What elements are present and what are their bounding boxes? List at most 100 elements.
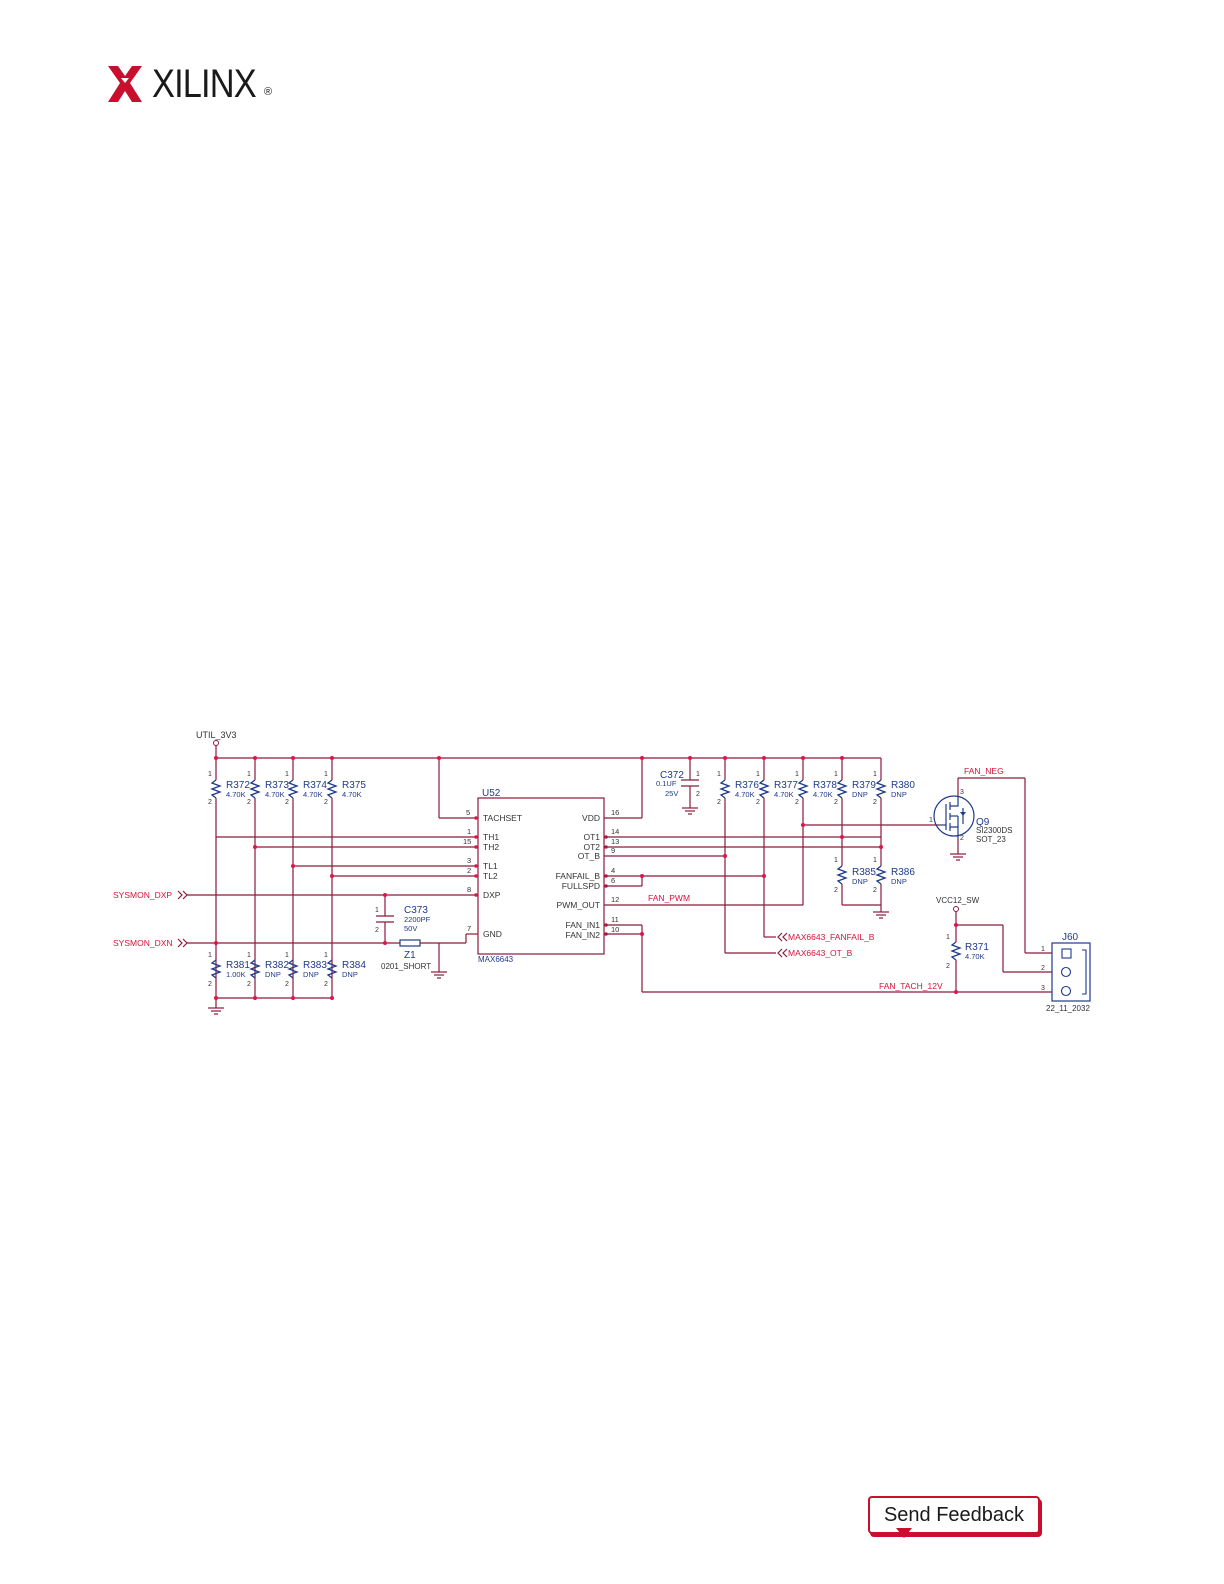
svg-text:2: 2 xyxy=(946,963,950,970)
resistor-ref: R382 xyxy=(265,960,289,971)
sysmon-dxn-label: SYSMON_DXN xyxy=(113,938,173,948)
q9-package: SOT_23 xyxy=(976,835,1006,844)
svg-text:2: 2 xyxy=(208,981,212,988)
pin-number: 13 xyxy=(611,837,619,846)
ic-left-pins: 5 TACHSET 1 TH1 15 TH2 3 TL1 2 TL2 8 DXP… xyxy=(463,808,522,939)
ground-icon xyxy=(682,807,698,815)
resistor-ref: R386 xyxy=(891,867,915,878)
resistor-value: 4.70K xyxy=(813,790,833,799)
svg-text:1: 1 xyxy=(946,934,950,941)
ground-icon xyxy=(950,853,966,861)
resistor-value: DNP xyxy=(303,970,319,979)
svg-text:1: 1 xyxy=(375,907,379,914)
c372-voltage: 25V xyxy=(665,789,678,798)
sysmon-dxp-label: SYSMON_DXP xyxy=(113,890,172,900)
svg-text:1: 1 xyxy=(285,771,289,778)
pin-name: OT_B xyxy=(578,851,601,861)
pin-name: FAN_IN2 xyxy=(566,930,601,940)
fan-neg-label: FAN_NEG xyxy=(964,766,1004,776)
z1-value: 0201_SHORT xyxy=(381,962,431,971)
pin-number: 6 xyxy=(611,876,615,885)
r371-value: 4.70K xyxy=(965,952,985,961)
c372-ref: C372 xyxy=(660,770,684,781)
pin-number: 9 xyxy=(611,846,615,855)
pin-name: TH2 xyxy=(483,842,499,852)
resistor-value: 1.00K xyxy=(226,970,246,979)
resistor-value: DNP xyxy=(891,877,907,886)
q9-ref: Q9 xyxy=(976,817,990,828)
send-feedback-button[interactable]: Send Feedback xyxy=(868,1496,1040,1534)
xilinx-logo: XILINX ® xyxy=(108,62,288,106)
q9-part: SI2300DS xyxy=(976,826,1012,835)
resistor-ref: R376 xyxy=(735,780,759,791)
util-3v3-label: UTIL_3V3 xyxy=(196,730,237,740)
right-resistors: 1 2 R376 4.70K 1 2 R377 4.70K 1 2 R378 4… xyxy=(717,758,915,806)
resistor-value: 4.70K xyxy=(226,790,246,799)
resistor-ref: R378 xyxy=(813,780,837,791)
resistor-ref: R385 xyxy=(852,867,876,878)
ground-icon xyxy=(873,911,889,919)
r371-ref: R371 xyxy=(965,942,989,953)
svg-text:2: 2 xyxy=(375,927,379,934)
svg-text:2: 2 xyxy=(696,791,700,798)
resistor-ref: R374 xyxy=(303,780,327,791)
resistor-value: 4.70K xyxy=(303,790,323,799)
c373-voltage: 50V xyxy=(404,924,417,933)
svg-text:1: 1 xyxy=(873,857,877,864)
ot-b-net-label: MAX6643_OT_B xyxy=(788,948,853,958)
pin-name: TL1 xyxy=(483,861,498,871)
svg-text:1: 1 xyxy=(324,952,328,959)
c373-value: 2200PF xyxy=(404,915,431,924)
svg-text:2: 2 xyxy=(324,981,328,988)
ground-icon xyxy=(431,971,447,979)
svg-text:3: 3 xyxy=(960,789,964,796)
svg-text:1: 1 xyxy=(247,771,251,778)
pin-number: 2 xyxy=(467,866,471,875)
resistor: 1 2 R372 4.70K xyxy=(208,758,250,1000)
svg-text:1: 1 xyxy=(1041,946,1045,953)
resistor-value: 4.70K xyxy=(774,790,794,799)
vcc12-label: VCC12_SW xyxy=(936,896,980,905)
z1-ref: Z1 xyxy=(404,950,416,961)
pin-number: 5 xyxy=(466,808,470,817)
pin-name: VDD xyxy=(582,813,600,823)
pin-name: FULLSPD xyxy=(562,881,600,891)
resistor-ref: R373 xyxy=(265,780,289,791)
pin-name: TH1 xyxy=(483,832,499,842)
c373-ref: C373 xyxy=(404,905,428,916)
fan-tach-label: FAN_TACH_12V xyxy=(879,981,943,991)
pin-number: 4 xyxy=(611,866,615,875)
pin-name: DXP xyxy=(483,890,501,900)
svg-text:2: 2 xyxy=(324,799,328,806)
svg-text:1: 1 xyxy=(795,771,799,778)
pin-number: 10 xyxy=(611,925,619,934)
registered-mark: ® xyxy=(264,86,273,98)
resistor-ref: R379 xyxy=(852,780,876,791)
svg-text:1: 1 xyxy=(285,952,289,959)
resistor-value: DNP xyxy=(852,877,868,886)
resistor-value: 4.70K xyxy=(265,790,285,799)
pin-name: OT1 xyxy=(583,832,600,842)
resistor-ref: R384 xyxy=(342,960,366,971)
resistor-ref: R383 xyxy=(303,960,327,971)
pin-number: 8 xyxy=(467,885,471,894)
resistor-value: 4.70K xyxy=(342,790,362,799)
pin-number: 1 xyxy=(467,827,471,836)
svg-text:1: 1 xyxy=(208,771,212,778)
pin-number: 7 xyxy=(467,924,471,933)
pin-name: PWM_OUT xyxy=(557,900,600,910)
resistor: 1 2 R373 4.70K xyxy=(247,758,289,1000)
resistor-ref: R375 xyxy=(342,780,366,791)
svg-text:2: 2 xyxy=(247,799,251,806)
svg-text:1: 1 xyxy=(247,952,251,959)
resistor-value: 4.70K xyxy=(735,790,755,799)
svg-text:1: 1 xyxy=(324,771,328,778)
svg-text:2: 2 xyxy=(285,981,289,988)
c372-value: 0.1UF xyxy=(656,779,677,788)
svg-text:1: 1 xyxy=(834,857,838,864)
svg-text:2: 2 xyxy=(1041,965,1045,972)
pin-number: 11 xyxy=(611,915,619,924)
svg-text:1: 1 xyxy=(717,771,721,778)
resistor-value: DNP xyxy=(265,970,281,979)
